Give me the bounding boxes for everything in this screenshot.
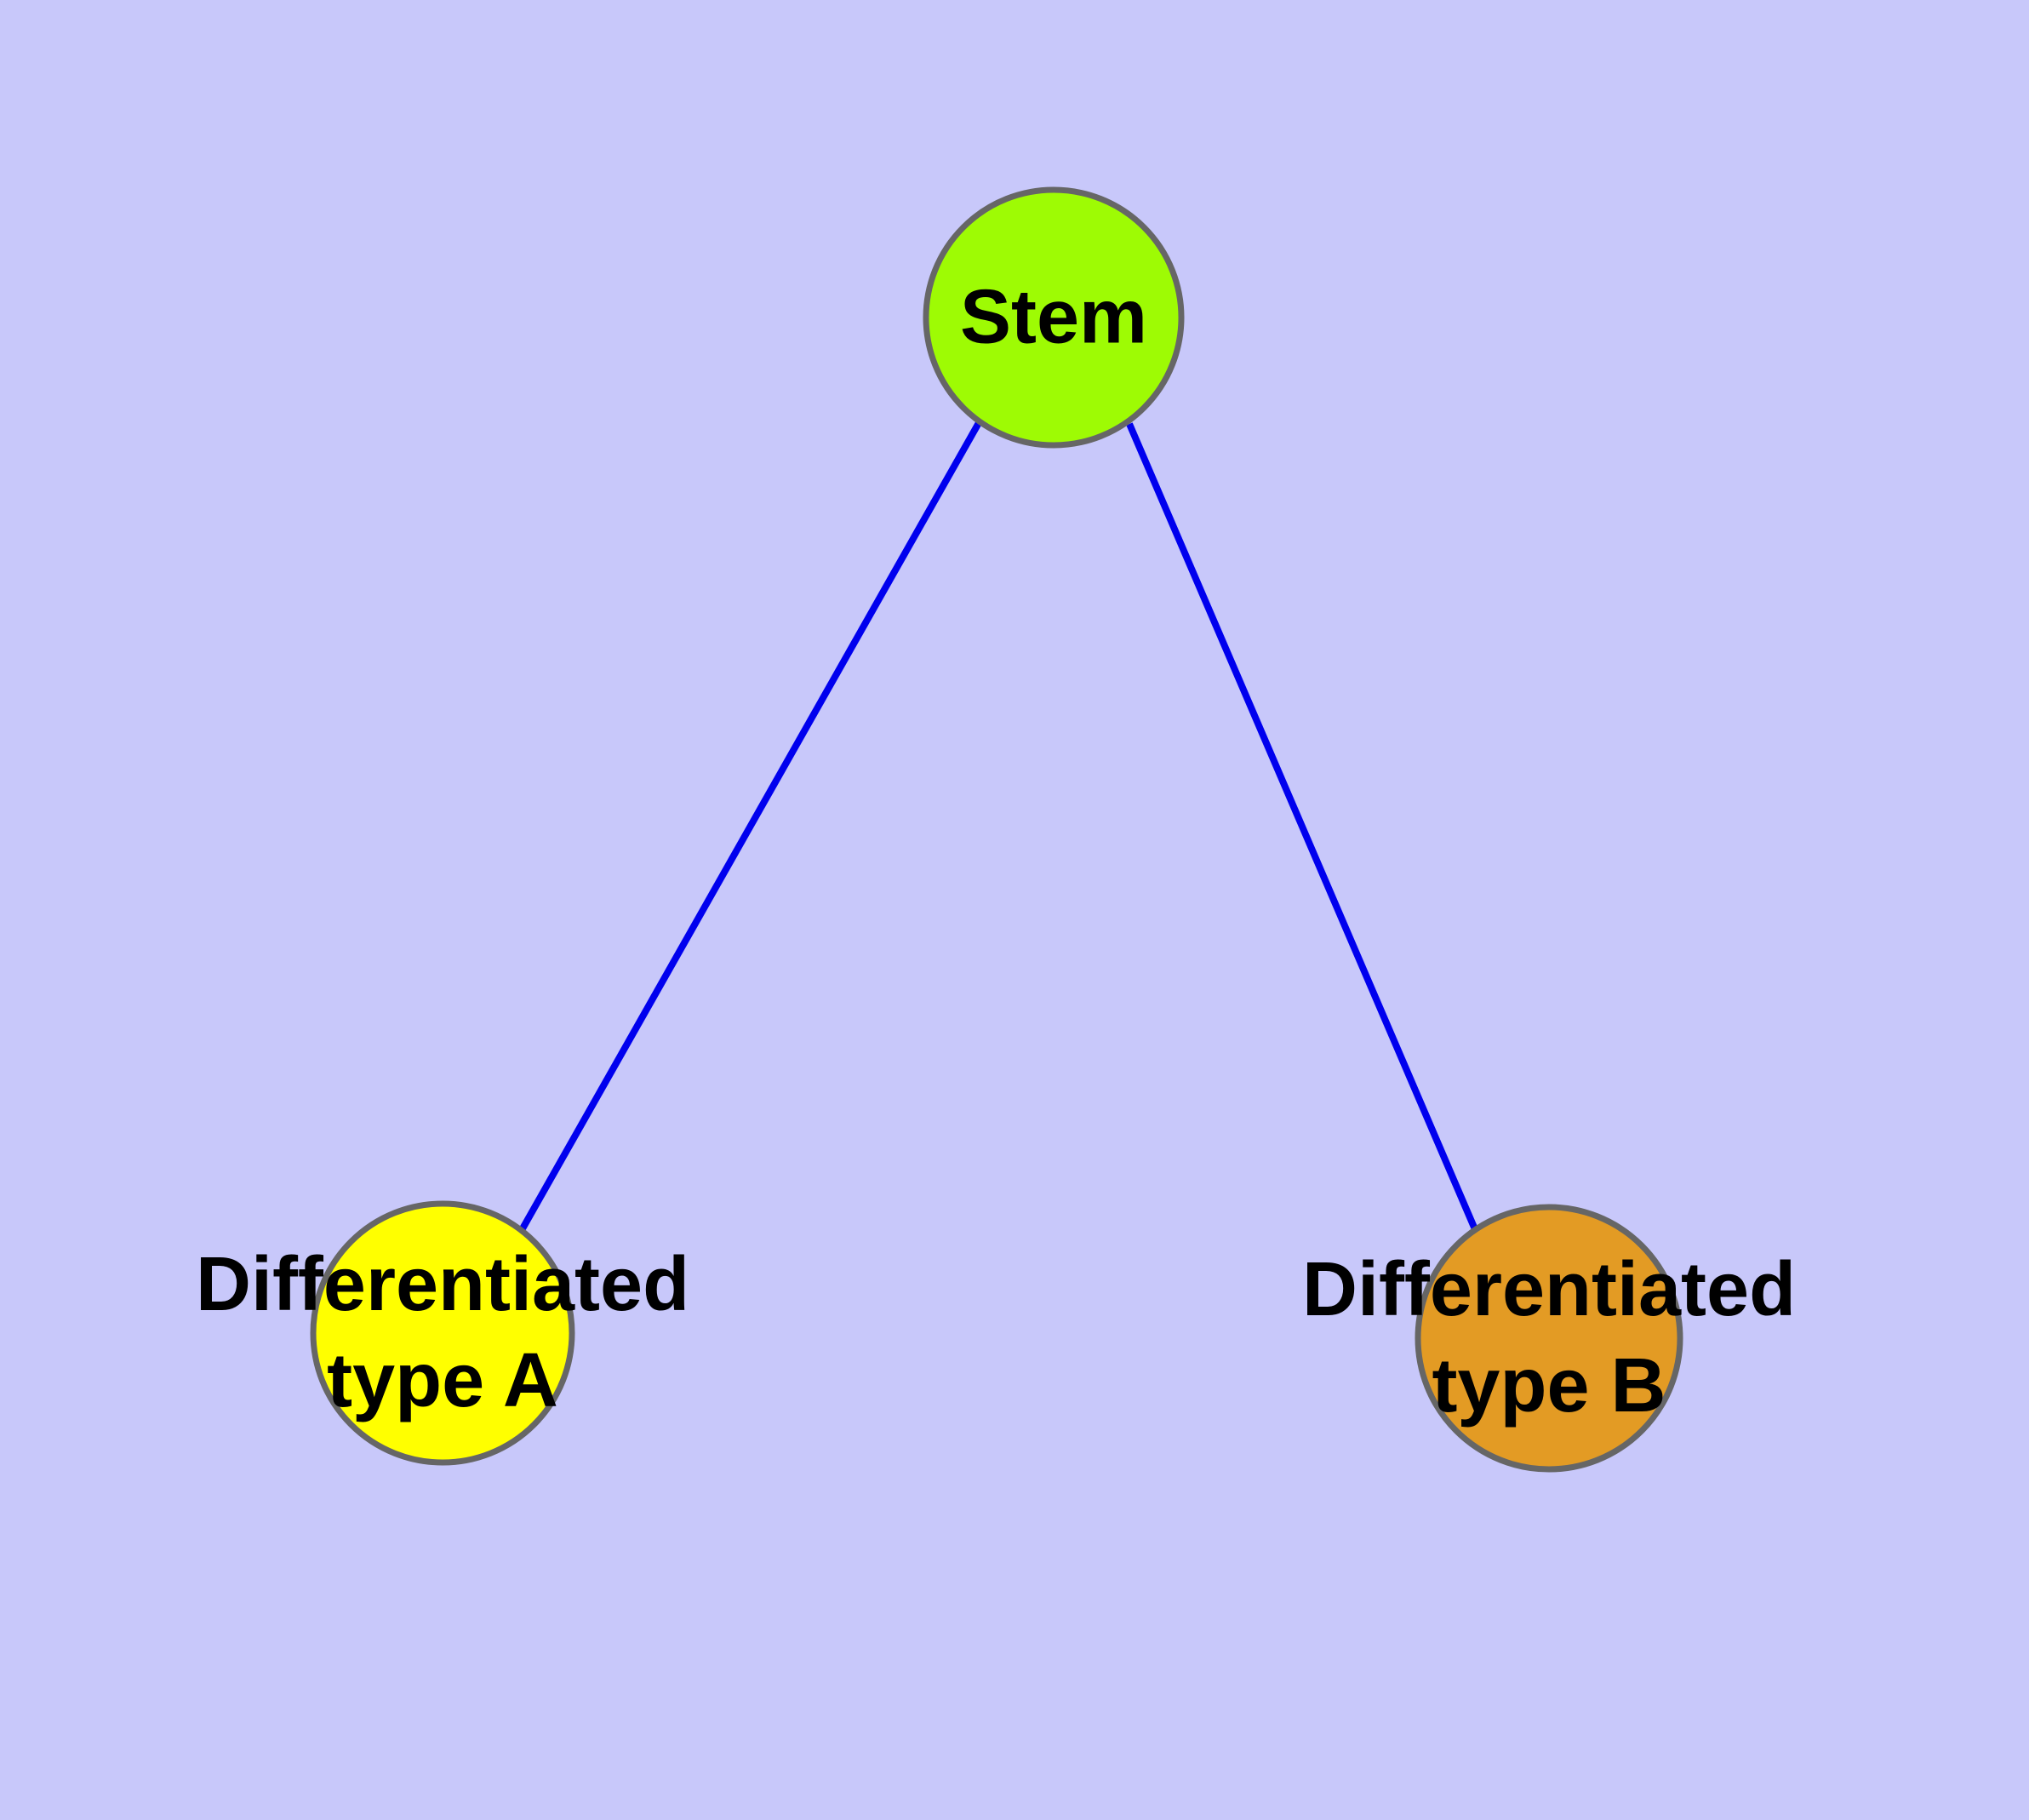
- graph-node-stem[interactable]: [923, 186, 1185, 449]
- graph-edge-stem-to-diff-b[interactable]: [1126, 422, 1478, 1231]
- graph-node-diff-b[interactable]: [1415, 1204, 1683, 1473]
- edge-layer: [518, 420, 1478, 1232]
- node-layer: [310, 186, 1683, 1473]
- graph-edge-stem-to-diff-a[interactable]: [518, 420, 983, 1232]
- graph-node-diff-a[interactable]: [310, 1200, 575, 1466]
